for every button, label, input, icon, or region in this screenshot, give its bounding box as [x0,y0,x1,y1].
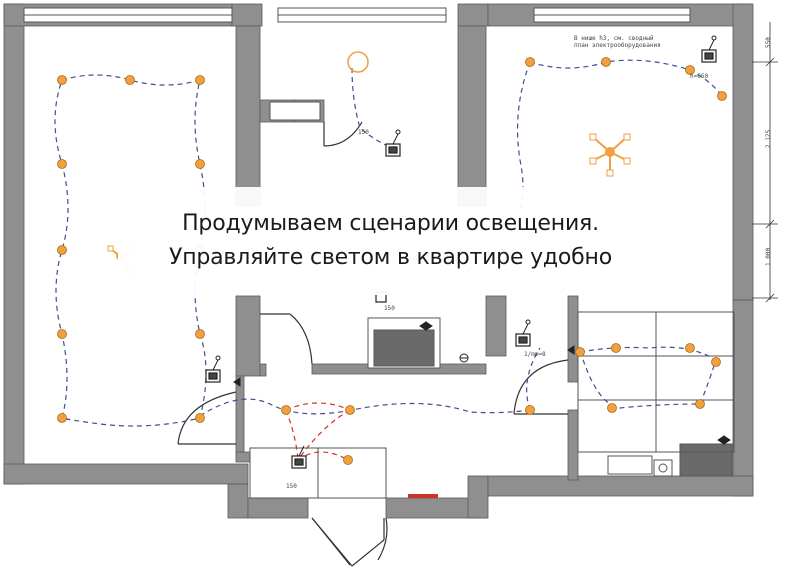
dim-bottom: 1 000 [765,248,772,266]
ceiling-light-icon [611,343,621,353]
dimension-chain [752,22,778,303]
ceiling-light-icon [343,455,353,465]
ceiling-light-icon [195,75,205,85]
ceiling-light-icon [57,413,67,423]
height-marker: h=650 [690,73,708,80]
ceiling-light-icon [601,57,611,67]
ceiling-light-icon [195,159,205,169]
ceiling-light-icon [607,403,617,413]
ceiling-light-icon [195,329,205,339]
ceiling-light-icon [57,245,67,255]
dim-top: 550 [765,37,772,48]
caption-overlay: Продумываем сценарии освещения. Управляй… [118,187,663,295]
ceiling-light-icon [281,405,291,415]
ceiling-light-icon [695,399,705,409]
ceiling-light-icon [57,329,67,339]
ceiling-light-icon [711,357,721,367]
dim-mid: 2 125 [765,130,772,148]
h-mark: 1/mm=8 [524,351,546,358]
ceiling-light-icon [685,65,695,75]
panel-note-2: план электрооборудования [574,42,661,49]
ceiling-light-icon [525,57,535,67]
ceiling-light-icon [125,75,135,85]
ceiling-light-icon [685,343,695,353]
switch-leaders [212,35,717,457]
windows [23,7,691,23]
socket-icon [233,321,731,445]
caption-line-1: Продумываем сценарии освещения. [182,211,599,236]
ceiling-light-icon [717,91,727,101]
height-150-c: 150 [286,483,297,490]
ceiling-light-icon [57,75,67,85]
annotations: В нише h3, см. сводный план электрообору… [286,35,772,490]
height-150-b: 150 [384,305,395,312]
ceiling-light-icon [525,405,535,415]
caption-line-2: Управляйте светом в квартире удобно [169,245,612,270]
ceiling-light-icon [575,347,585,357]
height-150-a: 150 [358,129,369,136]
panel-note-1: В нише h3, см. сводный [574,35,654,42]
ceiling-light-icon [345,405,355,415]
ceiling-light-icon [195,413,205,423]
ceiling-light-icon [57,159,67,169]
